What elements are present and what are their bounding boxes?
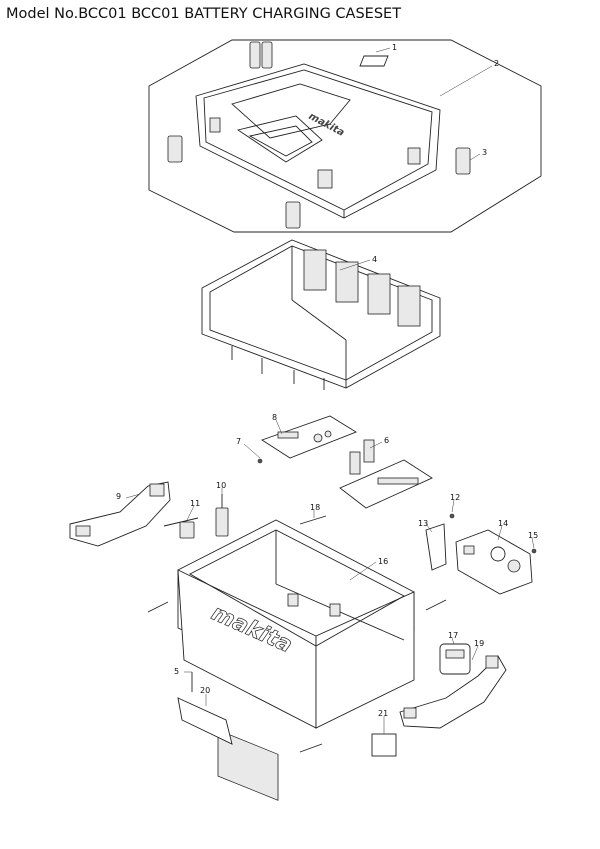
part-number-6[interactable]: 6 [384,436,389,445]
part-16-case-body[interactable]: makita [177,519,415,801]
part-9-left-handle[interactable] [69,481,171,547]
part-2-top-lid[interactable]: makita [195,63,441,219]
part-number-2[interactable]: 2 [494,59,499,68]
part-4-battery-tray[interactable] [201,239,441,390]
part-12-screw[interactable] [449,513,455,519]
part-number-13[interactable]: 13 [418,519,428,528]
page-title: Model No.BCC01 BCC01 BATTERY CHARGING CA… [6,6,402,22]
lid-group-outline [148,39,542,233]
part-number-1[interactable]: 1 [392,43,397,52]
part-17-latch[interactable] [439,643,471,675]
part-1-label-plate[interactable] [359,55,389,67]
part-7-screw[interactable] [257,458,263,464]
part-8-circuit-board[interactable] [260,415,358,459]
part-number-14[interactable]: 14 [498,519,508,528]
case-side-pins[interactable] [147,599,447,753]
part-number-4[interactable]: 4 [372,255,377,264]
part-19-right-handle[interactable] [399,655,507,729]
leader-lines [125,47,535,734]
part-6-lower-circuit-board[interactable] [339,459,433,509]
part-number-11[interactable]: 11 [190,499,200,508]
part-18-pin[interactable] [299,515,327,525]
part-21-label[interactable] [371,733,397,757]
part-number-7[interactable]: 7 [236,437,241,446]
part-number-18[interactable]: 18 [310,503,320,512]
part-14-socket-assembly[interactable] [455,529,533,595]
part-number-15[interactable]: 15 [528,531,538,540]
part-number-5[interactable]: 5 [174,667,179,676]
part-number-17[interactable]: 17 [448,631,458,640]
part-11-bracket[interactable] [163,517,199,539]
part-3-latch-clips[interactable] [167,41,471,229]
part-number-19[interactable]: 19 [474,639,484,648]
part-15-screw[interactable] [531,548,537,554]
part-number-16[interactable]: 16 [378,557,388,566]
part-number-9[interactable]: 9 [116,492,121,501]
part-number-12[interactable]: 12 [450,493,460,502]
part-10-bracket[interactable] [215,494,229,537]
part-number-21[interactable]: 21 [378,709,388,718]
part-number-3[interactable]: 3 [482,148,487,157]
part-20-label[interactable] [177,697,233,745]
part-6-connector[interactable] [349,439,375,475]
part-number-labels: 1 2 3 4 5 6 7 8 9 10 11 12 13 14 15 16 1… [116,43,538,718]
part-13-side-cover[interactable] [425,523,447,571]
part-number-10[interactable]: 10 [216,481,226,490]
part-number-20[interactable]: 20 [200,686,210,695]
part-number-8[interactable]: 8 [272,413,277,422]
